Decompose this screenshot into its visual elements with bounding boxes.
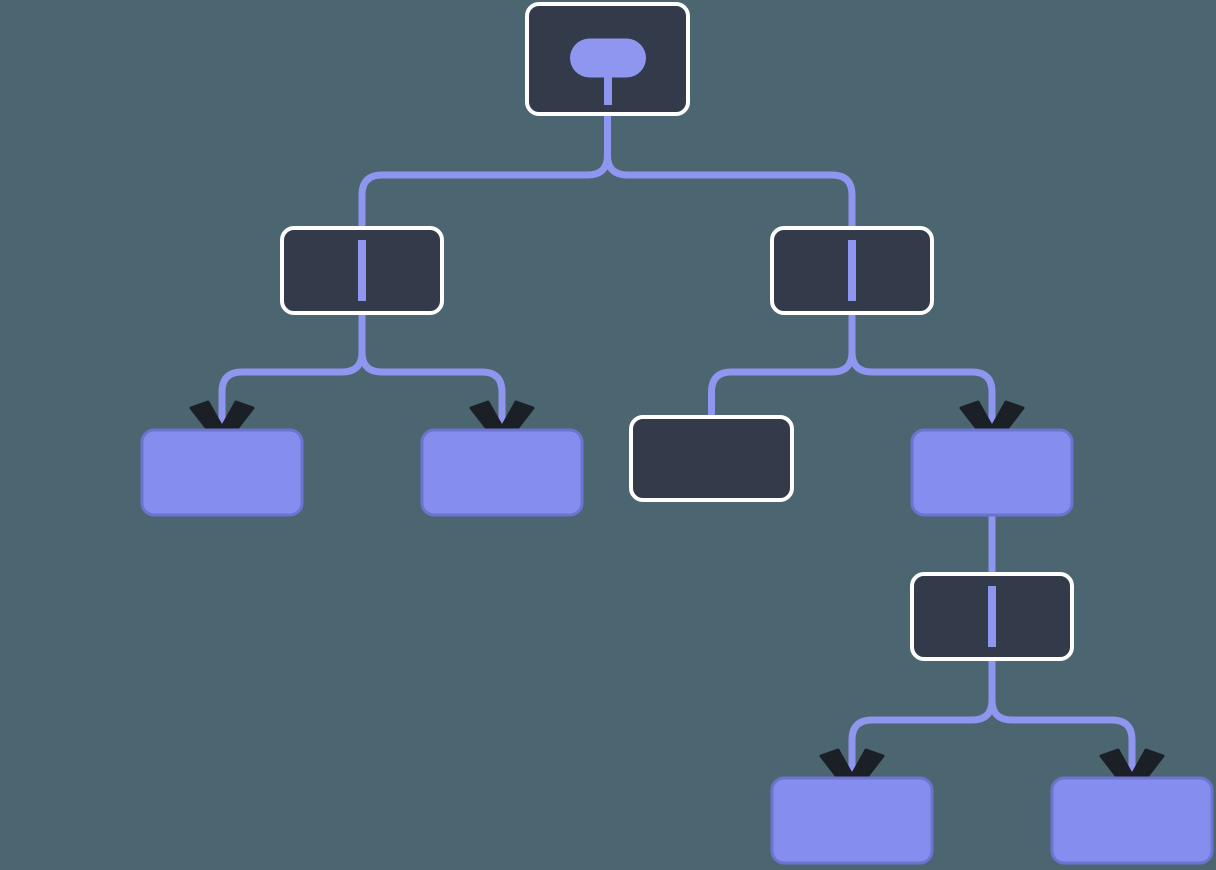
node-node-right-branch[interactable] xyxy=(910,428,1074,517)
node-node-right-empty[interactable] xyxy=(629,415,794,502)
edge-level3-to-leaf-b xyxy=(988,659,1136,778)
edge-level1left-to-leaf-b xyxy=(358,313,506,430)
vertical-bar-icon xyxy=(848,240,856,301)
node-layer xyxy=(140,2,1214,865)
edge-level1right-to-branch xyxy=(848,313,996,430)
purple-node-box[interactable] xyxy=(420,428,584,517)
node-leaf-bottom-a[interactable] xyxy=(770,776,934,865)
purple-node-box[interactable] xyxy=(770,776,934,865)
dark-node-box[interactable] xyxy=(629,415,794,502)
vertical-bar-icon xyxy=(988,586,996,647)
edge-level1right-to-empty xyxy=(708,313,856,417)
node-leaf-left-a[interactable] xyxy=(140,428,304,517)
purple-node-box[interactable] xyxy=(140,428,304,517)
purple-node-box[interactable] xyxy=(910,428,1074,517)
node-leaf-left-b[interactable] xyxy=(420,428,584,517)
edge-layer xyxy=(218,114,1136,778)
pill-stem-icon xyxy=(604,70,612,105)
node-leaf-bottom-b[interactable] xyxy=(1050,776,1214,865)
vertical-bar-icon xyxy=(358,240,366,301)
edge-root-to-level1-right xyxy=(604,114,856,228)
edge-root-to-level1-left xyxy=(358,114,611,228)
pill-icon xyxy=(570,38,646,78)
node-glyph-layer xyxy=(358,38,996,647)
purple-node-box[interactable] xyxy=(1050,776,1214,865)
